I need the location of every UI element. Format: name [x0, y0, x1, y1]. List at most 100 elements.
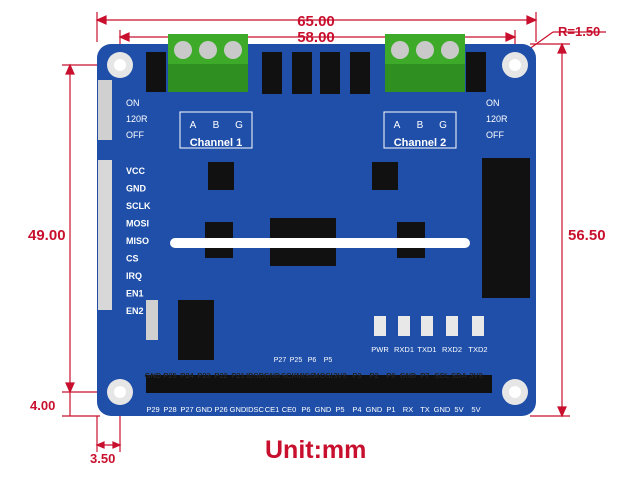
side-pin-label: EN1: [126, 289, 144, 299]
led-label: TXD1: [417, 345, 436, 354]
header-top-label: GND: [264, 371, 281, 380]
header-top-label: P25: [163, 371, 176, 380]
side-pin-label: IRQ: [126, 271, 142, 281]
header-top-label: GND: [400, 371, 417, 380]
dim-board-height: 56.50: [568, 227, 606, 244]
header-bottom-label: GND: [196, 405, 213, 414]
dim-hole-span: 58.00: [297, 29, 335, 46]
switch-label: OFF: [486, 130, 504, 140]
unit-label: Unit:mm: [265, 436, 366, 464]
terminal-block-right: [385, 34, 465, 92]
terminal-label: G: [235, 120, 243, 131]
switch-label: 120R: [486, 114, 508, 124]
terminal-label: B: [213, 120, 220, 131]
side-pin-label: MOSI: [126, 219, 149, 229]
header-bottom-label: P5: [335, 405, 344, 414]
jumper-label: P25: [290, 357, 303, 364]
terminal-label: G: [439, 120, 447, 131]
led-label: PWR: [371, 345, 389, 354]
switch: [146, 300, 158, 340]
header-bottom-label: P26: [214, 405, 227, 414]
header-bottom-label: P29: [146, 405, 159, 414]
jumper-label: P5: [324, 357, 333, 364]
header-top-label: P21: [231, 371, 244, 380]
dim-corner-radius: R=1.50: [558, 24, 600, 39]
header-top-label: P24: [180, 371, 194, 380]
led-label: RXD1: [394, 345, 414, 354]
header-bottom-label: 5V: [454, 405, 463, 414]
switch-labels-left: ON 120R OFF: [126, 98, 148, 140]
terminal-block-left: [168, 34, 248, 92]
header-bottom-label: P28: [163, 405, 176, 414]
header-bottom-label: GND: [434, 405, 451, 414]
switch-label: 120R: [126, 114, 148, 124]
header-top-label: P22: [214, 371, 227, 380]
header-top-label: 3V3: [469, 371, 482, 380]
channel1-label: Channel 1: [190, 137, 243, 149]
header-top-label: SDA: [451, 371, 467, 380]
header-bottom-label: 5V: [471, 405, 480, 414]
led-blocks: [374, 316, 484, 336]
header-bottom-label: TX: [420, 405, 430, 414]
header-bottom-label: P1: [386, 405, 395, 414]
dim-board-width: 65.00: [297, 13, 335, 30]
channel1-box: [179, 111, 253, 149]
header-top-label: MISO: [296, 371, 315, 380]
header-bottom-label: P6: [301, 405, 310, 414]
mounting-holes: [107, 52, 528, 405]
header-bottom-label: CE1: [265, 405, 280, 414]
header-top-label: SCL: [435, 371, 450, 380]
side-pin-label: MISO: [126, 236, 149, 246]
header-top-label: P3: [352, 371, 361, 380]
header-top-label: P23: [197, 371, 210, 380]
switch-label: ON: [486, 98, 500, 108]
terminal-label: A: [190, 120, 197, 131]
header-top-label: SCK: [281, 371, 297, 380]
switch-label: ON: [126, 98, 140, 108]
header-top-label: P0: [386, 371, 395, 380]
header-bottom-label: GND: [315, 405, 332, 414]
header-top-label: IDSD: [246, 371, 265, 380]
dim-hole-offset-y: 4.00: [30, 398, 55, 413]
header-top-label: P7: [420, 371, 429, 380]
side-pin-label: CS: [126, 254, 139, 264]
side-pin-label: VCC: [126, 166, 146, 176]
header-bottom-label: IDSC: [246, 405, 265, 414]
dim-hole-height: 49.00: [28, 227, 66, 244]
header-top-label: P2: [369, 371, 378, 380]
terminal-label: B: [417, 120, 424, 131]
side-pin-label: GND: [126, 184, 147, 194]
channel2-label: Channel 2: [394, 137, 447, 149]
header-bottom-label: P27: [180, 405, 193, 414]
header-bottom-label: GND: [366, 405, 383, 414]
header-bottom-label: P4: [352, 405, 361, 414]
terminal-label: A: [394, 120, 401, 131]
header-bottom-label: CE0: [282, 405, 297, 414]
slot: [170, 238, 470, 248]
jumper-label: P6: [308, 357, 317, 364]
header-top-label: 3V3: [333, 371, 346, 380]
header-bottom-label: RX: [403, 405, 413, 414]
header-top-label: MOSI: [313, 371, 332, 380]
header-bottom-label: GND: [230, 405, 247, 414]
channel2-box: [383, 111, 457, 149]
side-pin-label: EN2: [126, 306, 144, 316]
side-pin-label: SCLK: [126, 201, 151, 211]
dim-hole-offset-x: 3.50: [90, 451, 115, 466]
header-top-label: GND: [145, 371, 162, 380]
side-header-pins: [98, 80, 112, 310]
switch-labels-right: ON 120R OFF: [486, 98, 508, 140]
switch-label: OFF: [126, 130, 144, 140]
led-label: TXD2: [468, 345, 487, 354]
gpio-header-slot: [146, 375, 492, 393]
jumper-label: P27: [274, 357, 287, 364]
led-label: RXD2: [442, 345, 462, 354]
